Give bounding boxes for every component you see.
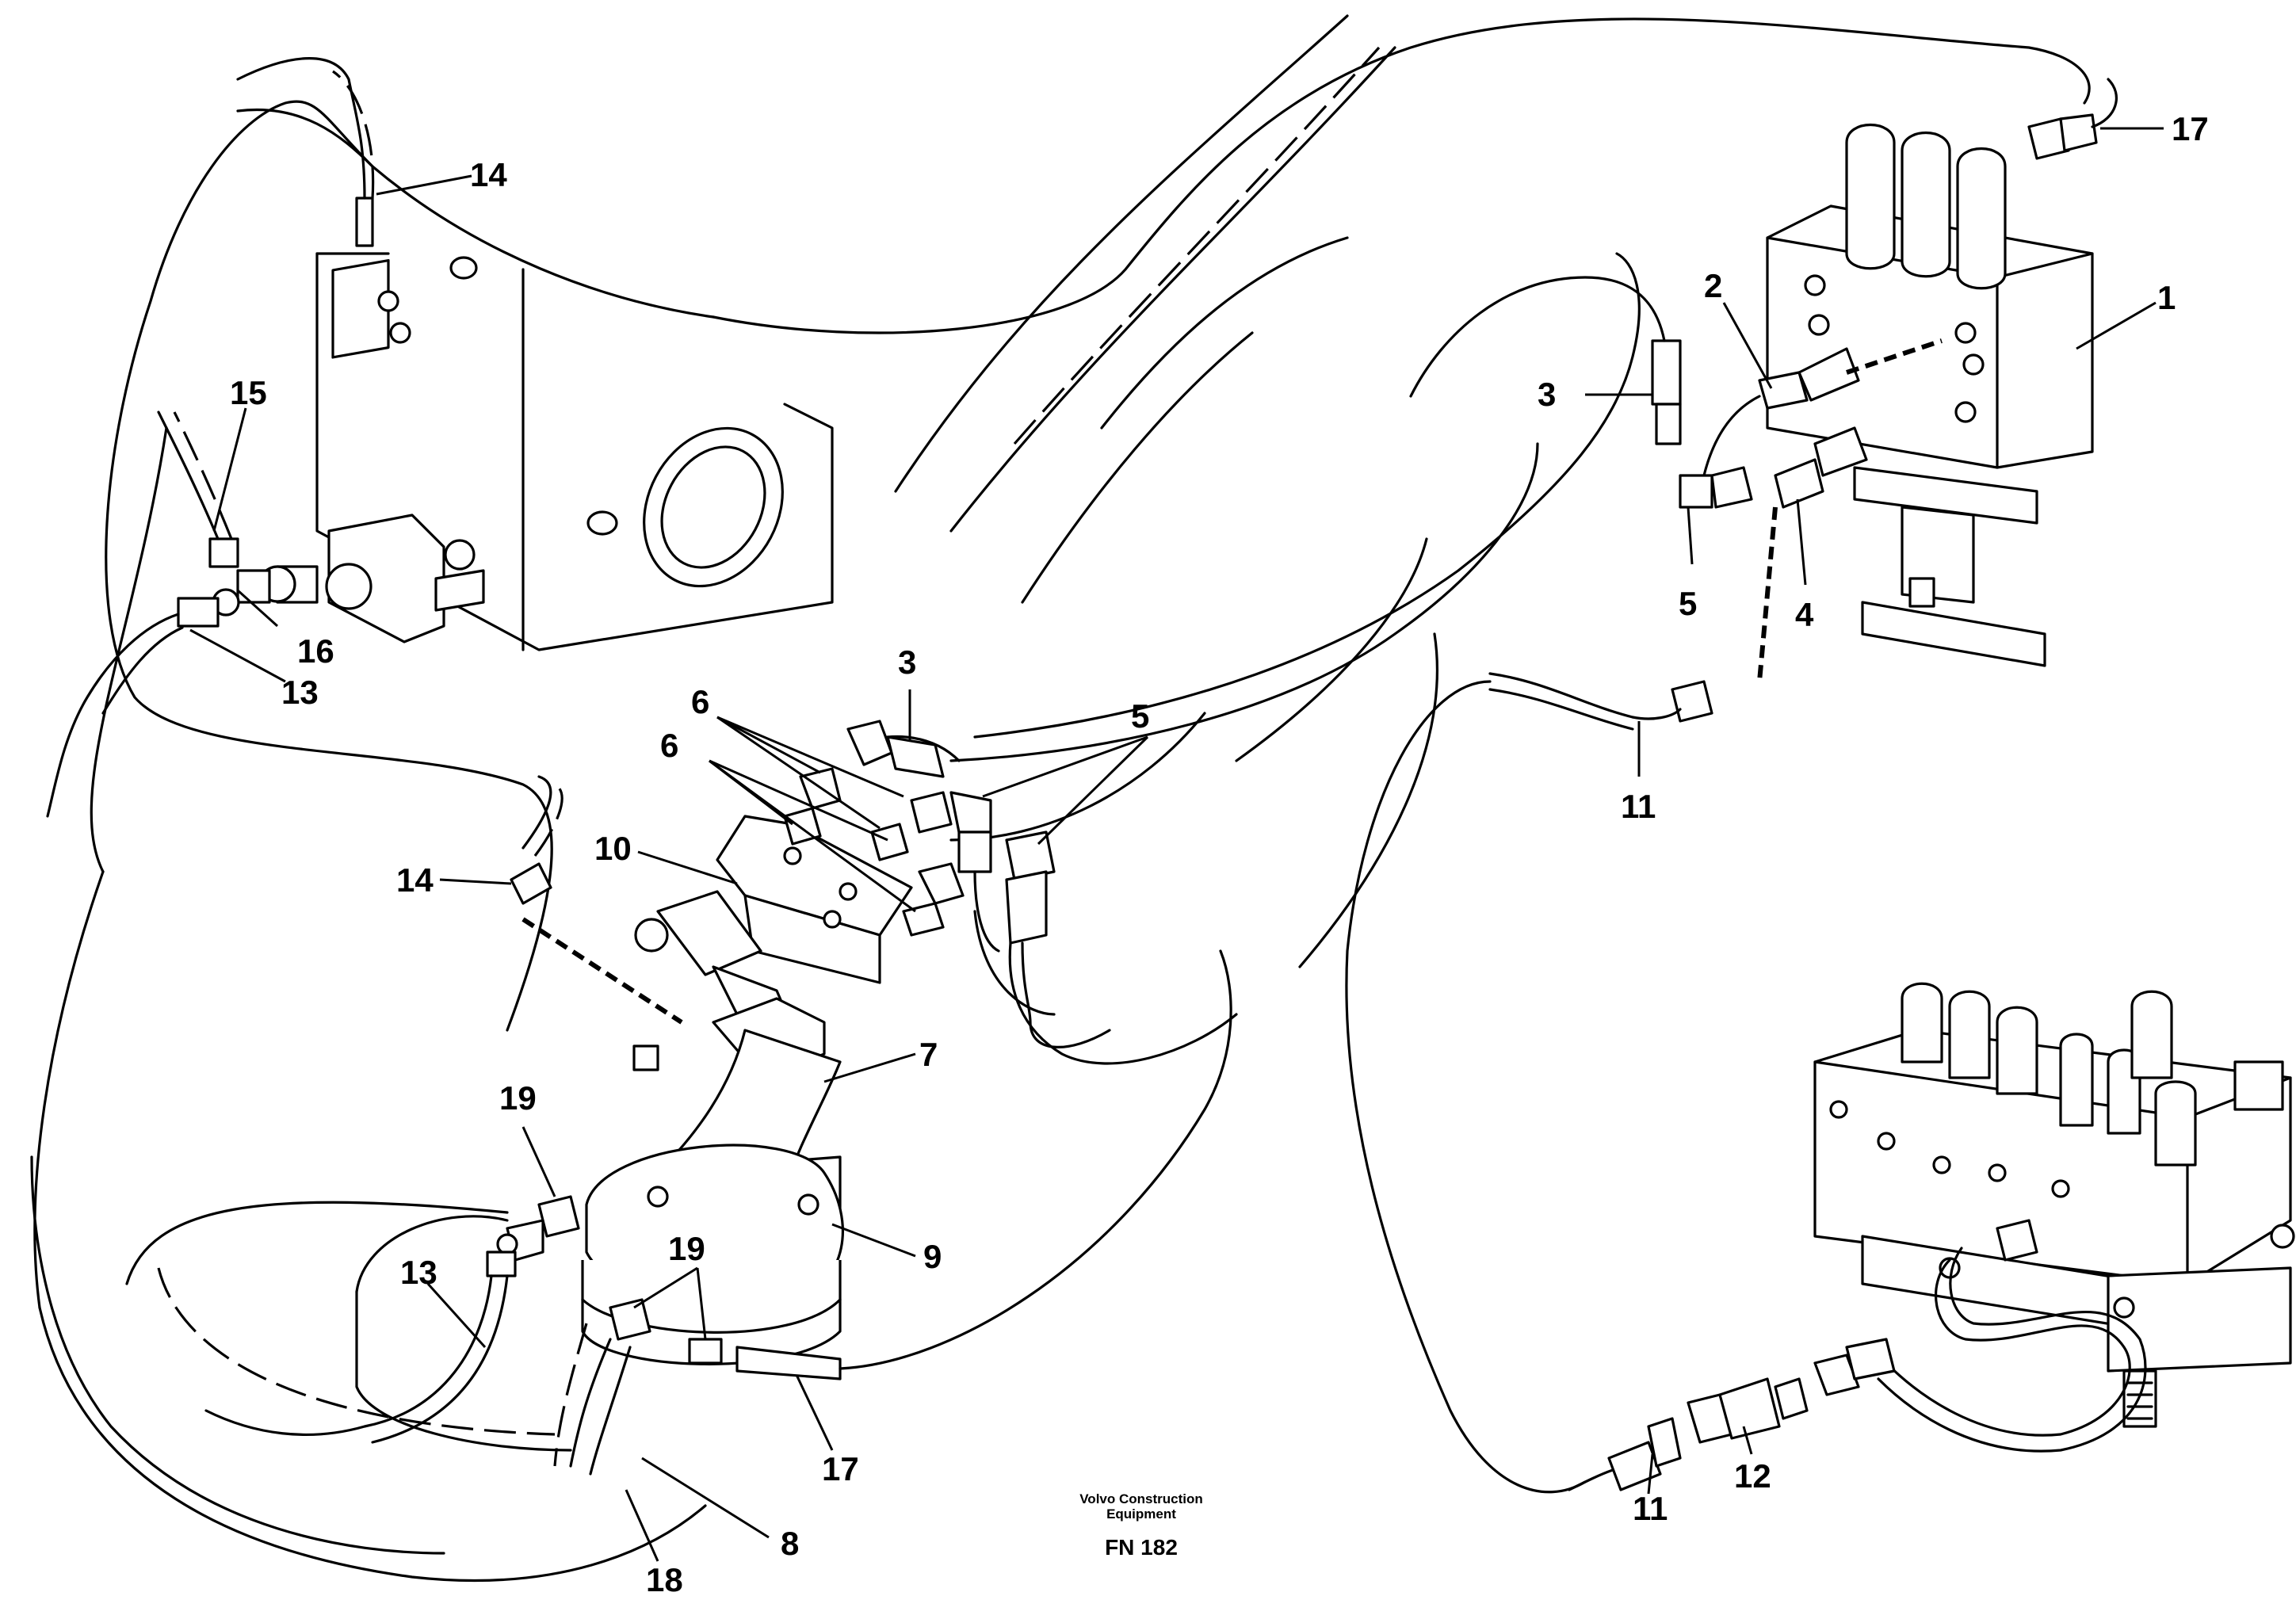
central-fittings — [783, 720, 1238, 1065]
callout-14-top: 14 — [470, 156, 507, 193]
callout-13-top: 13 — [281, 674, 319, 711]
callout-8: 8 — [781, 1525, 799, 1562]
callout-6-upper: 6 — [691, 683, 709, 720]
callout-11-upper: 11 — [1621, 788, 1656, 825]
callout-4: 4 — [1795, 596, 1814, 633]
tank-valve-block — [236, 57, 411, 359]
swivel-fittings — [125, 949, 1232, 1476]
callout-3-right: 3 — [1538, 376, 1556, 413]
callout-17-top: 17 — [2172, 110, 2209, 147]
callout-10: 10 — [594, 830, 632, 867]
callout-5-center: 5 — [1131, 697, 1149, 735]
brand-line-2: Equipment — [1106, 1506, 1176, 1522]
hydraulic-tank — [315, 252, 834, 651]
callout-19-left: 19 — [499, 1079, 537, 1117]
callout-13-lower: 13 — [400, 1254, 437, 1291]
callout-14-center: 14 — [396, 861, 434, 899]
machine-outline — [30, 14, 2091, 1583]
callout-15: 15 — [230, 374, 267, 411]
leader-lines — [189, 127, 2164, 1562]
callout-11-lower: 11 — [1633, 1490, 1668, 1527]
callout-3-center: 3 — [898, 643, 916, 681]
callout-16: 16 — [297, 632, 334, 670]
main-valve-bank — [1568, 982, 2295, 1491]
callout-7: 7 — [919, 1036, 938, 1073]
callout-5-right: 5 — [1679, 585, 1697, 622]
hose-11-upper — [1345, 672, 1713, 1494]
tank-manifold — [46, 410, 485, 818]
callout-6-lower: 6 — [660, 727, 678, 764]
figure-code: FN 182 — [1105, 1535, 1178, 1560]
callout-12: 12 — [1734, 1457, 1771, 1495]
figure-footer: Volvo Construction Equipment FN 182 — [1079, 1491, 1203, 1560]
callout-19-center: 19 — [668, 1230, 705, 1267]
callout-2: 2 — [1704, 267, 1722, 304]
callout-1: 1 — [2157, 279, 2176, 316]
central-valve-block — [581, 815, 913, 1365]
callout-18: 18 — [646, 1561, 683, 1598]
callout-labels: 17 1 2 3 5 4 11 14 15 16 13 3 6 6 5 10 1… — [230, 110, 2209, 1598]
hose-14-center — [510, 775, 683, 1025]
brand-line-1: Volvo Construction — [1079, 1491, 1203, 1506]
callout-9: 9 — [923, 1238, 942, 1275]
callout-17-lower: 17 — [822, 1450, 859, 1487]
pilot-valve-block — [1409, 78, 2118, 682]
